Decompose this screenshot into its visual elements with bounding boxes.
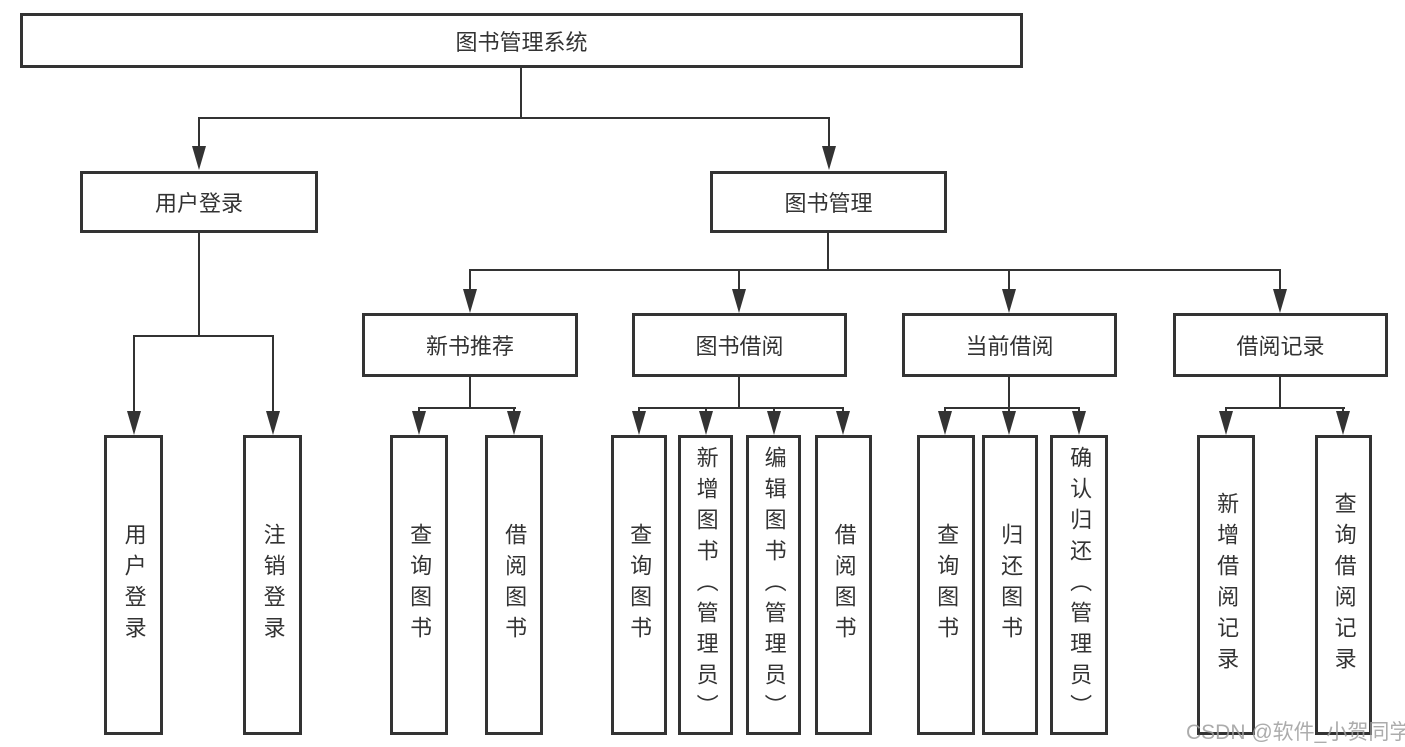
node-label: 查询图书: [407, 523, 433, 647]
leaf-add-books-admin: 新增图书（管理员）: [678, 435, 733, 735]
connector-vline: [827, 233, 829, 270]
connector-arrowhead: [1219, 411, 1233, 435]
connector-arrowhead: [1002, 411, 1016, 435]
connector-hline: [638, 407, 844, 409]
connector-vline: [520, 68, 522, 118]
node-label: 查询借阅记录: [1331, 492, 1357, 678]
connector-vline: [738, 269, 740, 293]
watermark: CSDN @软件_小贺同学: [1186, 721, 1405, 744]
leaf-query-books: 查询图书: [390, 435, 448, 735]
node-label: 归还图书: [998, 523, 1024, 647]
connector-hline: [1225, 407, 1345, 409]
node-label: 确认归还（管理员）: [1067, 445, 1093, 725]
node-label: 查询图书: [627, 523, 653, 647]
node-borrow-records: 借阅记录: [1173, 313, 1388, 377]
node-label: 新增图书（管理员）: [693, 445, 719, 725]
connector-arrowhead: [1336, 411, 1350, 435]
connector-hline: [944, 407, 1080, 409]
connector-arrowhead: [938, 411, 952, 435]
leaf-confirm-return-admin: 确认归还（管理员）: [1050, 435, 1108, 735]
node-label: 图书管理系统: [455, 29, 588, 55]
node-label: 当前借阅: [965, 334, 1054, 359]
connector-arrowhead: [699, 411, 713, 435]
leaf-add-borrow-record: 新增借阅记录: [1197, 435, 1255, 735]
node-label: 用户登录: [121, 523, 147, 647]
connector-vline: [1008, 269, 1010, 293]
connector-arrowhead: [412, 411, 426, 435]
connector-arrowhead: [127, 411, 141, 435]
connector-arrowhead: [836, 411, 850, 435]
connector-arrowhead: [507, 411, 521, 435]
connector-arrowhead: [1072, 411, 1086, 435]
connector-arrowhead: [632, 411, 646, 435]
node-label: 查询图书: [934, 523, 960, 647]
node-label: 新书推荐: [425, 334, 514, 359]
connector-arrowhead: [463, 289, 477, 313]
leaf-query-books: 查询图书: [917, 435, 975, 735]
node-user-login: 用户登录: [80, 171, 318, 233]
leaf-query-books: 查询图书: [611, 435, 667, 735]
node-new-book-recommend: 新书推荐: [362, 313, 578, 377]
connector-hline: [133, 335, 274, 337]
node-label: 借阅图书: [502, 523, 528, 647]
connector-vline: [1279, 377, 1281, 408]
connector-vline: [828, 117, 830, 149]
node-current-borrowing: 当前借阅: [902, 313, 1117, 377]
node-label: 新增借阅记录: [1214, 492, 1240, 678]
connector-arrowhead: [1002, 289, 1016, 313]
node-label: 图书借阅: [695, 334, 784, 359]
node-book-management: 图书管理: [710, 171, 947, 233]
connector-arrowhead: [266, 411, 280, 435]
connector-vline: [272, 335, 274, 413]
connector-vline: [469, 269, 471, 293]
leaf-logout: 注销登录: [243, 435, 302, 735]
node-label: 编辑图书（管理员）: [761, 445, 787, 725]
connector-arrowhead: [1273, 289, 1287, 313]
connector-arrowhead: [192, 146, 206, 170]
connector-arrowhead: [732, 289, 746, 313]
connector-arrowhead: [767, 411, 781, 435]
leaf-query-borrow-record: 查询借阅记录: [1315, 435, 1372, 735]
node-label: 用户登录: [154, 191, 243, 216]
connector-hline: [418, 407, 516, 409]
connector-vline: [1008, 377, 1010, 408]
node-library-management-system: 图书管理系统: [20, 13, 1023, 68]
leaf-user-login: 用户登录: [104, 435, 163, 735]
leaf-edit-books-admin: 编辑图书（管理员）: [746, 435, 801, 735]
connector-vline: [198, 233, 200, 336]
leaf-borrow-books: 借阅图书: [815, 435, 872, 735]
leaf-borrow-books: 借阅图书: [485, 435, 543, 735]
node-label: 借阅图书: [831, 523, 857, 647]
connector-vline: [1279, 269, 1281, 293]
connector-hline: [198, 117, 830, 119]
connector-vline: [198, 117, 200, 149]
connector-vline: [469, 377, 471, 408]
connector-arrowhead: [822, 146, 836, 170]
connector-vline: [738, 377, 740, 408]
connector-hline: [469, 269, 1281, 271]
node-label: 借阅记录: [1236, 334, 1325, 359]
node-label: 注销登录: [260, 523, 286, 647]
node-label: 图书管理: [784, 191, 873, 216]
leaf-return-books: 归还图书: [982, 435, 1038, 735]
connector-vline: [133, 335, 135, 413]
node-book-borrowing: 图书借阅: [632, 313, 847, 377]
